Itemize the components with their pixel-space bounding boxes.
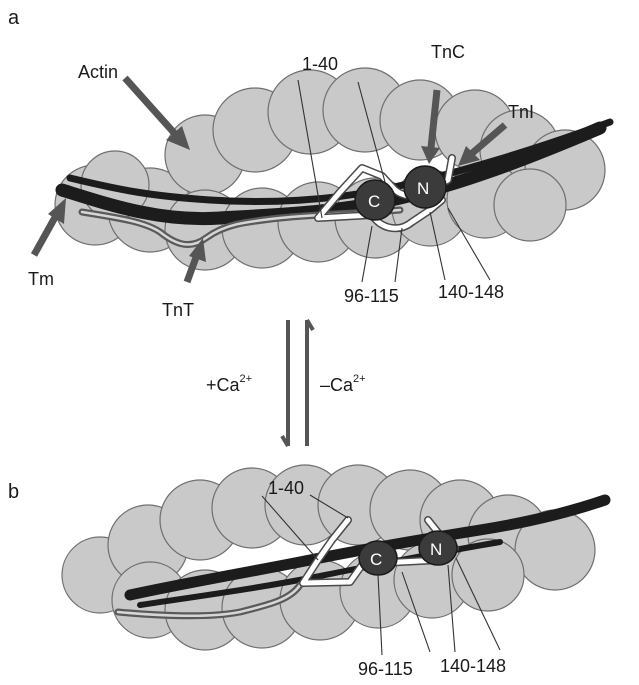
label-140-148: 140-148 bbox=[440, 656, 506, 676]
label-actin: Actin bbox=[78, 62, 118, 82]
label-tni: TnI bbox=[508, 102, 534, 122]
tnc-n-label: N bbox=[430, 540, 442, 559]
panel-a: a bbox=[8, 7, 610, 320]
panel-b-letter: b bbox=[8, 481, 19, 503]
label-tnt: TnT bbox=[162, 300, 194, 320]
calcium-equilibrium: +Ca2+ –Ca2+ bbox=[206, 320, 366, 446]
panel-a-letter: a bbox=[8, 7, 20, 29]
label-96-115: 96-115 bbox=[358, 659, 413, 679]
tnc-c-label: C bbox=[368, 192, 380, 211]
actin-filament-a bbox=[55, 68, 605, 270]
label-140-148: 140-148 bbox=[438, 282, 504, 302]
actin-arrow bbox=[125, 78, 176, 135]
label-96-115: 96-115 bbox=[344, 286, 399, 306]
actin-monomer bbox=[494, 169, 566, 241]
label-1-40: 1-40 bbox=[268, 478, 304, 498]
label-minus-ca: –Ca2+ bbox=[320, 373, 366, 395]
label-tm: Tm bbox=[28, 269, 54, 289]
tnc-n-label: N bbox=[417, 179, 429, 198]
label-plus-ca: +Ca2+ bbox=[206, 373, 252, 395]
panel-b: b bbox=[8, 465, 605, 679]
tm-arrow bbox=[34, 212, 58, 255]
label-1-40: 1-40 bbox=[302, 54, 338, 74]
label-tnc: TnC bbox=[431, 42, 465, 62]
tnc-c-label: C bbox=[370, 550, 382, 569]
